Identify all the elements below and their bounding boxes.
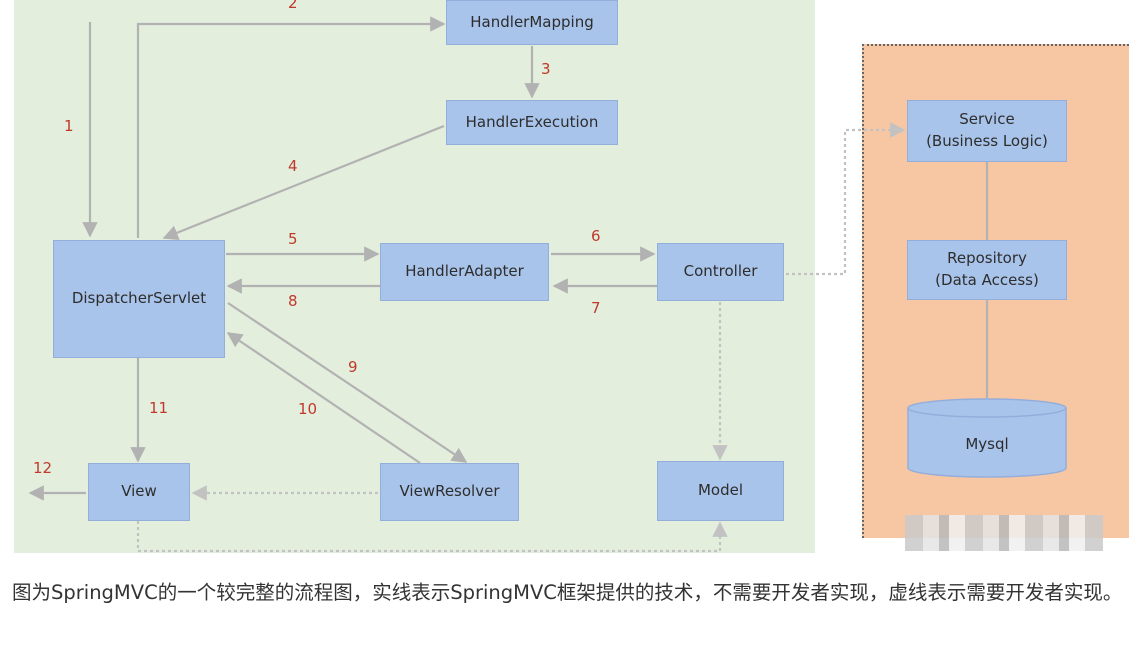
- controller-label: Controller: [683, 262, 758, 281]
- dispatcher-servlet-label: DispatcherServlet: [71, 289, 207, 308]
- database-cylinder-icon: [907, 398, 1067, 478]
- service-label: Service (Business Logic): [926, 109, 1048, 153]
- dispatcher-servlet-node: DispatcherServlet: [53, 240, 225, 358]
- step-number-12: 12: [33, 459, 53, 477]
- model-node: Model: [657, 461, 784, 521]
- step-number-11: 11: [149, 399, 169, 417]
- dashed-controller-service: [786, 122, 906, 276]
- handler-execution-label: HandlerExecution: [465, 112, 599, 131]
- connector-layer: [28, 16, 989, 553]
- handler-execution-node: HandlerExecution: [446, 100, 618, 145]
- handler-mapping-node: HandlerMapping: [446, 0, 618, 45]
- view-resolver-label: ViewResolver: [399, 482, 500, 501]
- arrow-9: [227, 302, 468, 463]
- mysql-label: Mysql: [965, 435, 1009, 453]
- step-number-6: 6: [591, 227, 601, 245]
- step-number-4: 4: [288, 157, 298, 175]
- step-number-7: 7: [591, 299, 601, 317]
- repository-node: Repository (Data Access): [907, 240, 1067, 300]
- step-number-1: 1: [64, 117, 74, 135]
- handler-mapping-label: HandlerMapping: [470, 12, 594, 31]
- handler-adapter-label: HandlerAdapter: [405, 262, 524, 281]
- controller-node: Controller: [657, 243, 784, 301]
- arrow-4: [162, 124, 445, 241]
- view-label: View: [121, 482, 157, 501]
- step-number-9: 9: [348, 358, 358, 376]
- view-node: View: [88, 463, 190, 521]
- arrow-2: [136, 16, 446, 238]
- service-subtitle: (Business Logic): [926, 132, 1048, 150]
- step-number-8: 8: [288, 292, 298, 310]
- blurred-watermark: [905, 515, 1103, 551]
- step-number-3: 3: [541, 60, 551, 78]
- step-number-5: 5: [288, 230, 298, 248]
- repository-label: Repository (Data Access): [935, 248, 1039, 292]
- service-node: Service (Business Logic): [907, 100, 1067, 162]
- repository-title: Repository: [947, 249, 1027, 268]
- repository-subtitle: (Data Access): [935, 271, 1039, 289]
- step-number-10: 10: [298, 400, 318, 418]
- model-label: Model: [697, 481, 744, 500]
- step-number-2: 2: [288, 0, 298, 12]
- handler-adapter-node: HandlerAdapter: [380, 243, 549, 301]
- mysql-database-node: Mysql: [907, 398, 1067, 478]
- service-title: Service: [959, 110, 1015, 129]
- figure-caption: 图为SpringMVC的一个较完整的流程图，实线表示SpringMVC框架提供的…: [12, 581, 1123, 604]
- view-resolver-node: ViewResolver: [380, 463, 519, 521]
- dashed-view-model: [136, 521, 728, 553]
- arrow-10: [226, 332, 421, 464]
